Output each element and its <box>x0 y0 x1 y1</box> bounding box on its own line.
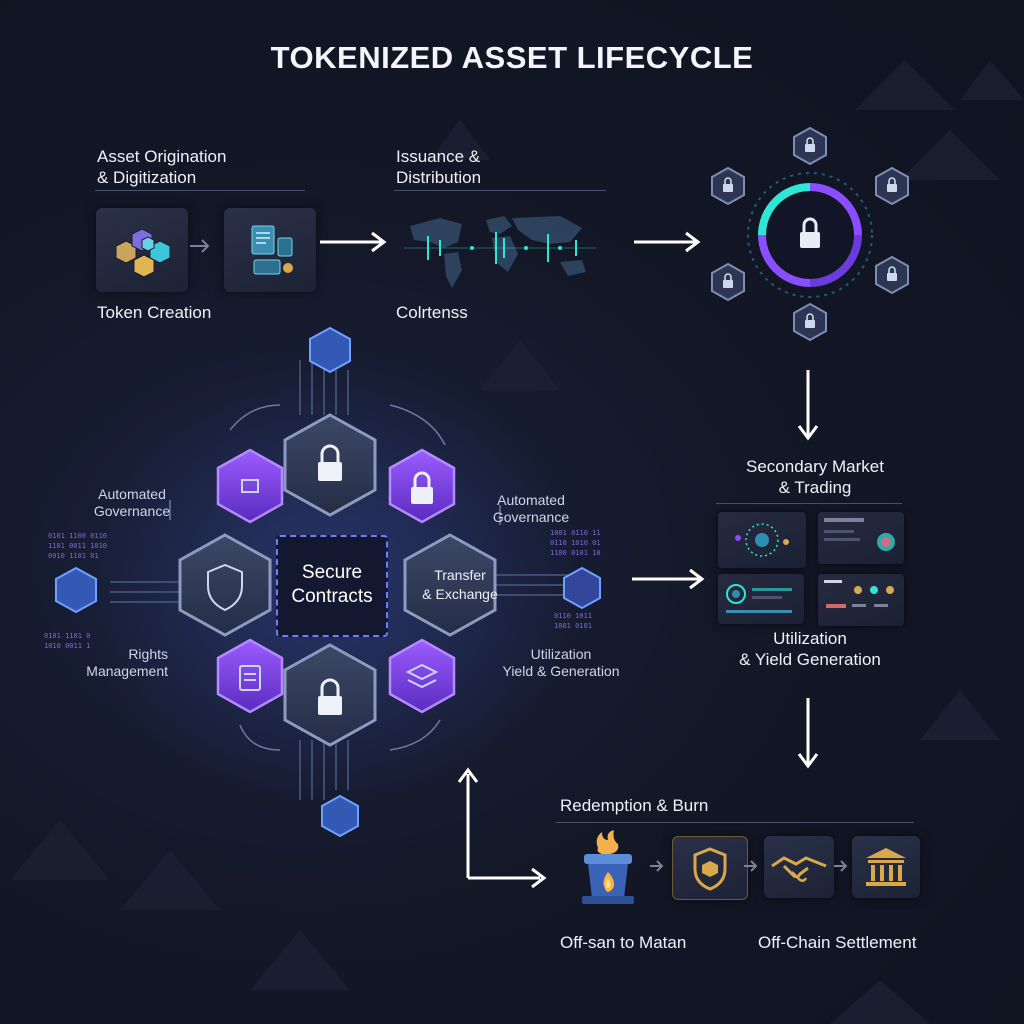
market-panel-3 <box>718 574 804 624</box>
token-vault-tile <box>672 836 748 900</box>
market-panel-1 <box>718 512 806 568</box>
svg-text:1100 0101 10: 1100 0101 10 <box>550 549 601 557</box>
handshake-icon <box>771 856 827 882</box>
issuance-label: Issuance & Distribution <box>396 147 482 187</box>
document-icon <box>251 225 293 275</box>
arrow-right-2 <box>634 231 701 253</box>
secondary-market-rule <box>716 503 902 504</box>
svg-text:1001 0101: 1001 0101 <box>554 622 592 630</box>
lock-ring-cluster <box>711 127 909 341</box>
secure-contracts-line2: Contracts <box>291 586 373 607</box>
transfer-exchange-label: Transfer & Exchange <box>422 567 498 602</box>
utilization-yield-label: Utilization Yield & Generation <box>502 646 620 679</box>
market-panel-4 <box>818 574 904 626</box>
arrow-small-3 <box>744 860 758 872</box>
token-creation-label: Token Creation <box>97 303 212 322</box>
svg-text:0101 1101 0: 0101 1101 0 <box>44 632 90 640</box>
fire-icon <box>582 830 634 904</box>
secure-contracts-box: Secure Contracts <box>276 535 388 637</box>
page-title: TOKENIZED ASSET LIFECYCLE <box>270 40 754 75</box>
arrow-down-2 <box>797 698 819 769</box>
automated-governance-left: Automated Governance <box>93 486 171 519</box>
utilization-label: Utilization & Yield Generation <box>739 629 881 669</box>
arrow-down-1 <box>797 370 819 441</box>
redemption-rule <box>556 822 914 823</box>
origination-rule <box>95 190 305 191</box>
svg-text:0110 1010 01: 0110 1010 01 <box>550 539 601 547</box>
shield-icon <box>693 847 727 891</box>
cube-icon <box>115 228 171 278</box>
issuance-rule <box>394 190 606 191</box>
arrow-small-4 <box>834 860 848 872</box>
automated-governance-right: Automated Governance <box>492 492 570 525</box>
rights-management-label: Rights Management <box>86 646 168 679</box>
off-chain-label: Off-Chain Settlement <box>758 933 917 952</box>
origination-label: Asset Origination & Digitization <box>97 147 227 187</box>
bank-tile <box>852 836 920 898</box>
svg-text:0010 1101 01: 0010 1101 01 <box>48 552 99 560</box>
documents-tile <box>224 208 316 292</box>
secure-contracts-line1: Secure <box>301 562 363 583</box>
cubes-tile <box>96 208 188 292</box>
off-san-label: Off-san to Matan <box>560 933 687 952</box>
secondary-market-label: Secondary Market & Trading <box>746 457 884 497</box>
market-panel-2 <box>818 512 904 564</box>
arrow-right-1 <box>320 231 387 253</box>
world-map-panel <box>400 206 600 296</box>
arrow-right-3 <box>632 568 705 590</box>
svg-text:0110 1011: 0110 1011 <box>554 612 592 620</box>
svg-text:1001 0110 11: 1001 0110 11 <box>550 529 601 537</box>
svg-text:1101 0011 1010: 1101 0011 1010 <box>48 542 107 550</box>
handshake-tile <box>764 836 834 898</box>
arrow-small-1 <box>190 239 210 253</box>
svg-text:0101 1100 0110: 0101 1100 0110 <box>48 532 107 540</box>
redemption-label: Redemption & Burn <box>560 796 709 815</box>
arrow-small-2 <box>650 860 664 872</box>
bank-icon <box>866 848 906 886</box>
arrow-loop <box>457 767 547 888</box>
world-map-icon <box>404 216 596 288</box>
colrtenss-label: Colrtenss <box>396 303 468 322</box>
svg-text:1010 0011 1: 1010 0011 1 <box>44 642 90 650</box>
